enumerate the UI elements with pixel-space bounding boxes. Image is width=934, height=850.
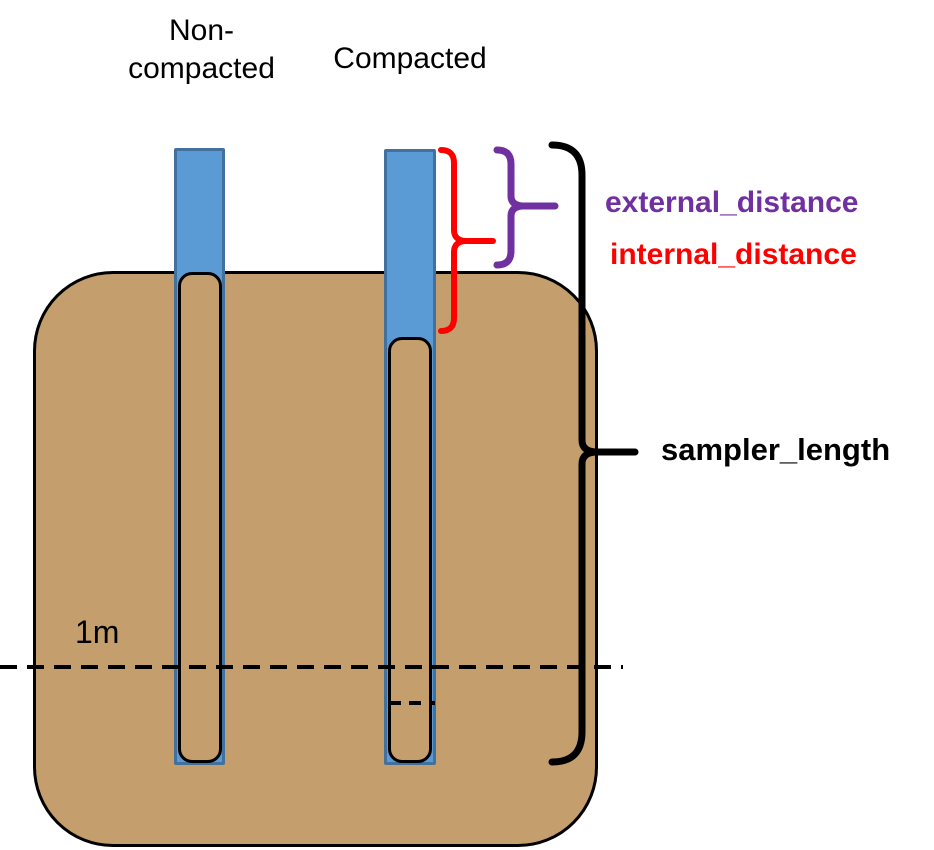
- compacted-core-depth-dashed-line: [389, 701, 435, 705]
- column-label-non-compacted-line1: Non-: [168, 14, 235, 47]
- sampler-length-label: sampler_length: [661, 432, 891, 467]
- column-label-compacted: Compacted: [333, 42, 487, 75]
- soil-core-compacted: [388, 337, 432, 763]
- soil-core-non-compacted: [178, 272, 222, 763]
- column-label-non-compacted-line2: compacted: [128, 52, 275, 85]
- depth-1m-dashed-line: [0, 665, 623, 669]
- soil-block: [33, 271, 598, 847]
- external-distance-label: external_distance: [605, 186, 859, 219]
- internal-distance-label: internal_distance: [610, 238, 857, 271]
- column-label-non-compacted: Non- compacted: [114, 12, 289, 88]
- depth-1m-label: 1m: [75, 614, 120, 650]
- external-distance-brace: [493, 146, 559, 269]
